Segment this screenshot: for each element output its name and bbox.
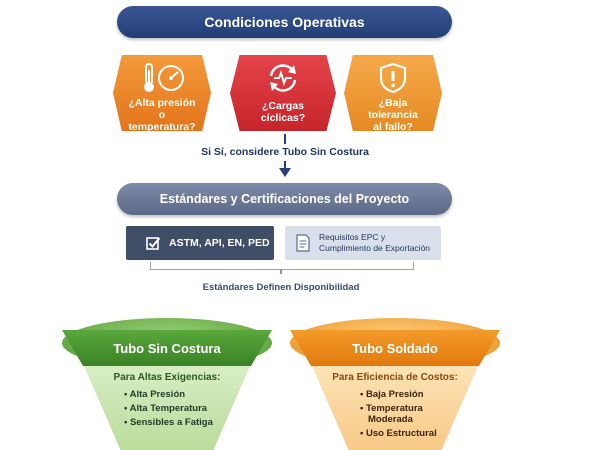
- condition-label: temperatura?: [128, 121, 196, 133]
- list-item: • Temperatura: [360, 403, 423, 414]
- document-icon: [295, 234, 311, 252]
- export-compliance-label: Cumplimiento de Exportación: [319, 243, 431, 253]
- funnel-title: Tubo Sin Costura: [62, 330, 272, 366]
- condition-label: ¿Cargas cíclicas?: [260, 100, 306, 124]
- standards-list: ASTM, API, EN, PED: [169, 237, 270, 249]
- standards-banner: Estándares y Certificaciones del Proyect…: [117, 183, 452, 215]
- funnel-welded: Tubo Soldado Para Eficiencia de Costos: …: [290, 318, 500, 450]
- funnel-subtitle: Para Altas Exigencias:: [113, 372, 221, 383]
- list-item: Moderada: [368, 414, 413, 425]
- checkbox-icon: [146, 236, 161, 251]
- funnel-title: Tubo Soldado: [290, 330, 500, 366]
- standards-box-epc: Requisitos EPC y Cumplimiento de Exporta…: [285, 226, 441, 260]
- condition-card-pressure: ¿Alta presión o temperatura?: [113, 55, 211, 131]
- funnel-body: Para Altas Exigencias: • Alta Presión • …: [84, 366, 250, 450]
- list-item: • Alta Temperatura: [124, 403, 208, 414]
- funnel-title-text: Tubo Soldado: [352, 340, 438, 356]
- condition-card-failure: ¿Baja tolerancia al fallo?: [344, 55, 442, 131]
- connector-line: [280, 269, 282, 274]
- arrow-down-icon: [279, 168, 291, 177]
- connector-line: [284, 134, 286, 144]
- list-item: • Sensibles a Fatiga: [124, 417, 213, 428]
- funnel-title-text: Tubo Sin Costura: [113, 340, 221, 356]
- thermometer-gauge-icon: [137, 62, 187, 94]
- condition-label: ¿Alta presión o: [128, 97, 196, 121]
- funnel-seamless: Tubo Sin Costura Para Altas Exigencias: …: [62, 318, 272, 450]
- operating-conditions-title: Condiciones Operativas: [204, 14, 365, 30]
- standards-box-astm: ASTM, API, EN, PED: [126, 226, 274, 260]
- standards-note: Estándares Definen Disponibilidad: [202, 282, 360, 293]
- funnel-body: Para Eficiencia de Costos: • Baja Presió…: [312, 366, 478, 450]
- warning-shield-icon: [378, 62, 408, 94]
- connector-line: [284, 161, 286, 169]
- condition-label: ¿Baja tolerancia: [368, 97, 418, 121]
- bracket-divider: [150, 262, 414, 270]
- seamless-hint: Si Sí, considere Tubo Sin Costura: [201, 146, 369, 158]
- epc-requirements-label: Requisitos EPC y: [319, 232, 386, 242]
- condition-card-cyclic: ¿Cargas cíclicas?: [230, 55, 336, 131]
- operating-conditions-banner: Condiciones Operativas: [117, 6, 452, 38]
- list-item: • Uso Estructural: [360, 428, 437, 439]
- standards-title: Estándares y Certificaciones del Proyect…: [159, 192, 410, 206]
- cycle-pulse-icon: [265, 62, 301, 94]
- condition-label: al fallo?: [373, 121, 413, 133]
- funnel-subtitle: Para Eficiencia de Costos:: [332, 372, 458, 383]
- list-item: • Baja Presión: [360, 389, 424, 400]
- list-item: • Alta Presión: [124, 389, 186, 400]
